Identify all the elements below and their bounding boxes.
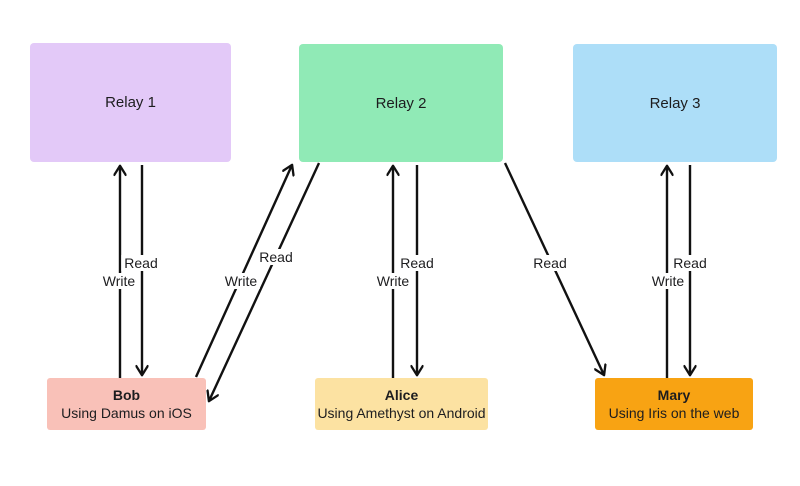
- arrow-write-bob-to-relay2: [194, 165, 292, 378]
- arrow-label-read-relay2-mary: Read: [530, 255, 570, 271]
- arrow-label-read-relay3-mary: Read: [670, 255, 710, 271]
- arrow-label-read-relay1-bob: Read: [121, 255, 161, 271]
- user-bob-name: Bob: [112, 386, 141, 403]
- relay-2-node: Relay 2: [299, 44, 503, 162]
- user-bob-description: Using Damus on iOS: [61, 405, 192, 421]
- arrow-label-read-relay2-bob: Read: [256, 249, 296, 265]
- arrow-label-write-mary-relay3: Write: [648, 273, 688, 289]
- user-mary-name: Mary: [657, 386, 691, 403]
- user-mary-description: Using Iris on the web: [608, 405, 740, 421]
- user-alice-node: Alice Using Amethyst on Android: [315, 378, 488, 430]
- user-mary-node: Mary Using Iris on the web: [595, 378, 753, 430]
- relay-1-label: Relay 1: [105, 94, 156, 111]
- relay-1-node: Relay 1: [30, 43, 231, 162]
- relay-2-label: Relay 2: [375, 94, 427, 112]
- user-bob-node: Bob Using Damus on iOS: [47, 378, 206, 430]
- arrow-label-write-bob-relay2: Write: [221, 273, 261, 289]
- user-alice-description: Using Amethyst on Android: [317, 405, 486, 421]
- relay-3-node: Relay 3: [573, 44, 777, 162]
- arrow-label-write-bob-relay1: Write: [99, 273, 139, 289]
- arrow-read-relay2-to-bob: [209, 162, 321, 401]
- user-alice-name: Alice: [384, 386, 419, 403]
- relay-3-label: Relay 3: [649, 94, 701, 112]
- arrow-label-read-relay2-alice: Read: [397, 255, 437, 271]
- arrow-label-write-alice-relay2: Write: [373, 273, 413, 289]
